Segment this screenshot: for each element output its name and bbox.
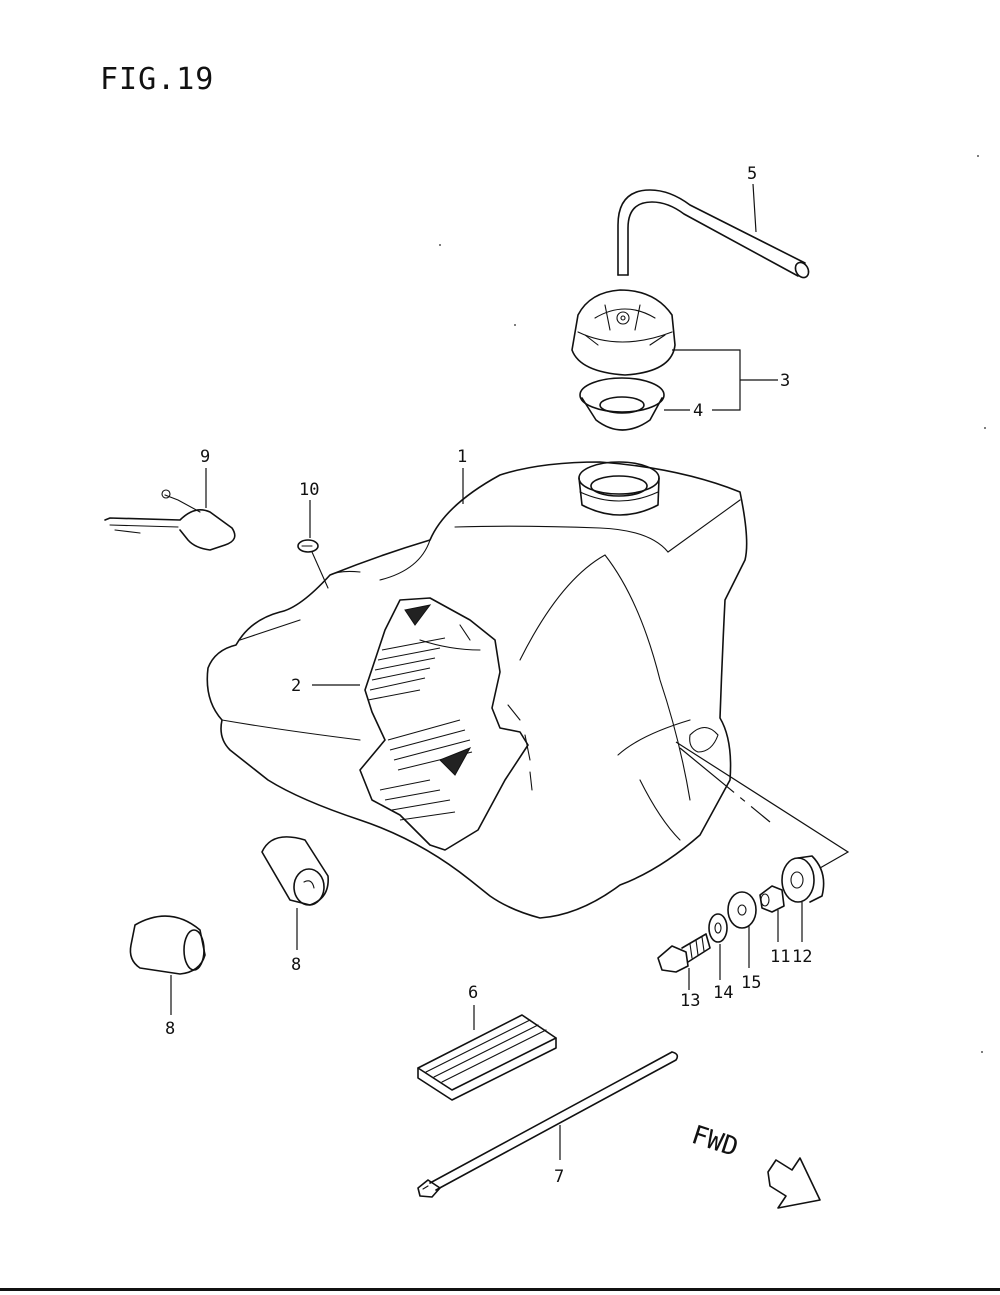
callout-2: 2 [291,676,301,696]
fuel-cap-part [571,289,676,376]
tank-filler-neck [578,461,660,516]
washer-part-14 [708,913,728,943]
cable-tie-part [417,1051,679,1198]
grommet-part-12 [781,855,825,903]
callout-14: 14 [713,983,733,1003]
callout-12: 12 [792,947,812,967]
collar-part-11 [759,885,785,913]
callout-6: 6 [468,983,478,1003]
washer-part-15 [727,891,757,929]
callout-15: 15 [741,973,761,993]
screw-part [297,539,329,589]
callout-1: 1 [457,447,467,467]
callout-10: 10 [299,480,319,500]
cap-gasket-part [579,377,665,431]
callout-8-upper: 8 [291,955,301,975]
clip-part [104,489,236,551]
callout-13: 13 [680,991,700,1011]
mounting-guide-lines [675,741,850,869]
cushion-part-b [129,915,206,975]
scan-specks [439,155,986,1053]
cap-assembly-bracket [664,349,778,411]
callout-9: 9 [200,447,210,467]
cushion-part-a [261,836,329,906]
forward-direction-indicator: FWD [688,1120,821,1209]
callout-8-lower: 8 [165,1019,175,1039]
callout-7: 7 [554,1167,564,1187]
callout-5: 5 [747,164,757,184]
figure-title: FIG.19 [100,62,215,97]
page-bottom-rule [0,1288,1000,1291]
fuel-tank-part [206,461,748,919]
callout-leaders [170,183,803,1160]
vent-hose-part [617,189,810,279]
callout-11: 11 [770,947,790,967]
forward-arrow-icon [767,1157,821,1209]
bolt-part [657,933,711,973]
callout-4: 4 [693,401,703,421]
tank-decal-part [359,597,529,851]
forward-label: FWD [688,1120,742,1163]
callout-3: 3 [780,371,790,391]
pad-part [417,1014,557,1101]
